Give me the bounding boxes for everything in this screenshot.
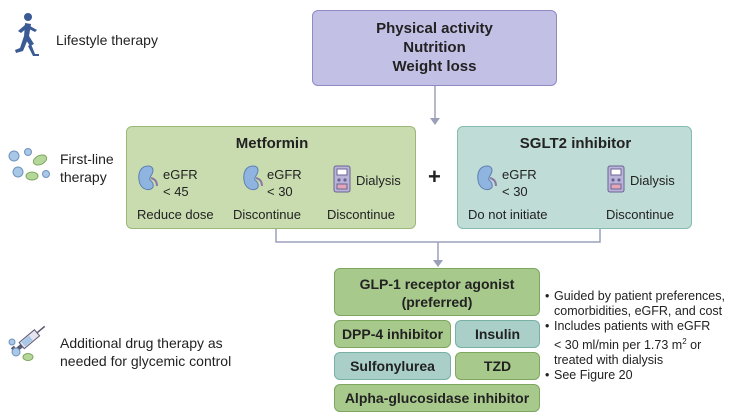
drug-insulin-label: Insulin: [474, 326, 521, 342]
lifestyle-box: Physical activity Nutrition Weight loss: [312, 10, 557, 86]
note-line: Includes patients with eGFR: [554, 319, 711, 333]
lifestyle-therapy-label: Lifestyle therapy: [56, 32, 158, 48]
dialysis-machine-icon: [606, 165, 626, 193]
kidney-icon: [137, 164, 159, 192]
metformin-dialysis-label: Dialysis: [356, 173, 401, 188]
metformin-egfr30-label: eGFR: [267, 167, 302, 182]
first-line-therapy-label: First-line therapy: [60, 151, 114, 185]
note-superscript: 2: [682, 337, 687, 346]
drug-glp1-box: GLP-1 receptor agonist (preferred): [334, 268, 540, 316]
sglt2-egfr30-action: Do not initiate: [468, 207, 548, 222]
sglt2-box: SGLT2 inhibitor eGFR < 30 Do not initiat…: [457, 126, 692, 229]
sglt2-egfr30-label: eGFR: [502, 167, 537, 182]
kidney-icon: [476, 164, 498, 192]
drug-glp1-label: GLP-1 receptor agonist: [359, 276, 515, 292]
note-line: comorbidities, eGFR, and cost: [554, 304, 723, 318]
bullet-icon: •: [545, 289, 550, 303]
metformin-dialysis-action: Discontinue: [327, 207, 395, 222]
sglt2-title: SGLT2 inhibitor: [519, 135, 632, 152]
drug-dpp4-label: DPP-4 inhibitor: [341, 326, 444, 342]
sglt2-egfr30-value: < 30: [502, 184, 528, 199]
drug-tzd-label: TZD: [483, 358, 512, 374]
note-item: • Includes patients with eGFR < 30 ml/mi…: [544, 319, 750, 368]
note-text: or: [686, 338, 702, 353]
lifestyle-item-nutrition: Nutrition: [403, 39, 466, 56]
note-item: • See Figure 20: [544, 368, 750, 383]
note-line: < 30 ml/min per 1.73 m2 or: [554, 334, 750, 353]
metformin-egfr45-value: < 45: [163, 184, 189, 199]
metformin-egfr30-action: Discontinue: [233, 207, 301, 222]
notes-list: • Guided by patient preferences, comorbi…: [544, 289, 750, 383]
syringe-icon: [6, 318, 54, 362]
pills-icon: [6, 148, 54, 184]
dialysis-machine-icon: [332, 165, 352, 193]
drug-sulfonylurea-box: Sulfonylurea: [334, 352, 451, 380]
lifestyle-item-weight-loss: Weight loss: [392, 58, 477, 75]
lifestyle-item-physical-activity: Physical activity: [376, 20, 493, 37]
note-text: < 30 ml/min per 1.73 m: [554, 338, 683, 353]
bullet-icon: •: [545, 368, 550, 383]
note-line: treated with dialysis: [554, 353, 664, 368]
drug-glp1-preferred: (preferred): [401, 294, 473, 310]
note-line: Guided by patient preferences,: [554, 289, 725, 303]
note-item: • Guided by patient preferences, comorbi…: [544, 289, 750, 319]
metformin-egfr45-label: eGFR: [163, 167, 198, 182]
drug-alpha-glucosidase-box: Alpha-glucosidase inhibitor: [334, 384, 540, 412]
drug-alpha-glucosidase-label: Alpha-glucosidase inhibitor: [344, 390, 530, 406]
drug-sulfonylurea-label: Sulfonylurea: [350, 358, 435, 374]
bullet-icon: •: [545, 319, 550, 333]
drug-dpp4-box: DPP-4 inhibitor: [334, 320, 451, 348]
metformin-egfr30-value: < 30: [267, 184, 293, 199]
metformin-egfr45-action: Reduce dose: [137, 207, 214, 222]
sglt2-dialysis-action: Discontinue: [606, 207, 674, 222]
runner-icon: [13, 12, 39, 58]
sglt2-dialysis-label: Dialysis: [630, 173, 675, 188]
drug-insulin-box: Insulin: [455, 320, 540, 348]
drug-tzd-box: TZD: [455, 352, 540, 380]
note-line: See Figure 20: [554, 368, 633, 383]
metformin-box: Metformin eGFR < 45 Reduce dose eGFR < 3…: [126, 126, 416, 229]
plus-sign: +: [428, 164, 441, 189]
kidney-icon: [242, 164, 264, 192]
metformin-title: Metformin: [235, 135, 309, 152]
additional-therapy-label: Additional drug therapy as needed for gl…: [60, 335, 232, 369]
